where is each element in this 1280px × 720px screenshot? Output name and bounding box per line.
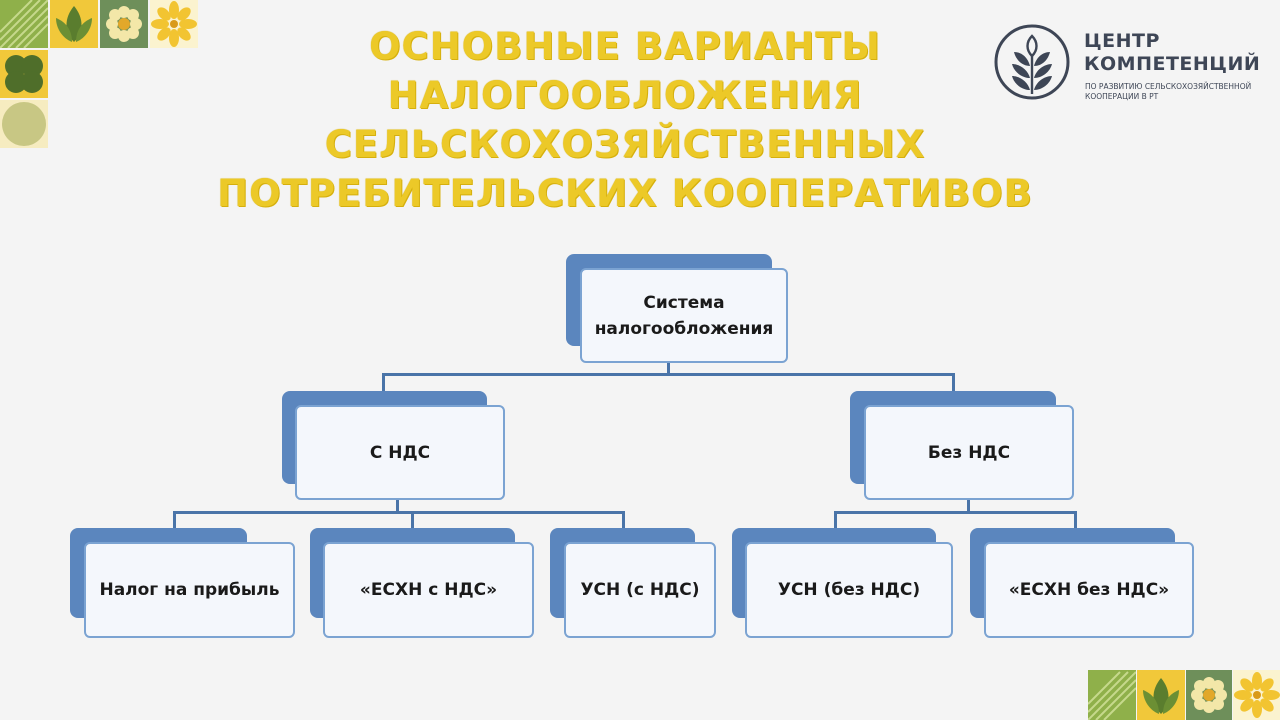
node-with-vat-label: С НДС	[295, 405, 505, 500]
connector-root-down	[667, 361, 670, 374]
connector-to-usn-novat	[834, 511, 837, 529]
page-title: ОСНОВНЫЕ ВАРИАНТЫ НАЛОГООБЛОЖЕНИЯ СЕЛЬСК…	[160, 22, 1090, 218]
connector-to-profit-tax	[173, 511, 176, 529]
wheat-logo-icon	[994, 24, 1070, 100]
flower-icon	[1186, 670, 1232, 720]
leaf-stripes-icon	[1088, 670, 1136, 720]
connector-vat-down	[396, 499, 399, 512]
node-profit-tax-label: Налог на прибыль	[84, 542, 295, 638]
sun-flower-icon	[150, 0, 198, 48]
node-without-vat-text: Без НДС	[927, 442, 1011, 463]
connector-to-vat	[382, 373, 385, 393]
clover-icon	[0, 50, 48, 98]
title-line-3: СЕЛЬСКОХОЗЯЙСТВЕННЫХ	[324, 123, 926, 166]
node-eskhn-vat-label: «ЕСХН с НДС»	[323, 542, 534, 638]
node-root-label: Система налогообложения	[580, 268, 788, 363]
title-line-2: НАЛОГООБЛОЖЕНИЯ	[387, 74, 863, 117]
connector-to-usn-vat	[622, 511, 625, 529]
connector-to-novat	[952, 373, 955, 393]
logo-subtitle-line-2: КООПЕРАЦИИ В РТ	[1085, 92, 1159, 101]
leaf-stripes-icon	[0, 0, 48, 48]
connector-to-eskhn-novat	[1074, 511, 1077, 529]
node-usn-novat-label: УСН (без НДС)	[745, 542, 953, 638]
title-line-1: ОСНОВНЫЕ ВАРИАНТЫ	[369, 25, 881, 68]
connector-to-eskhn-vat	[411, 511, 414, 529]
connector-novat-down	[967, 499, 970, 512]
flower-icon	[100, 0, 148, 48]
connector-level1-bar	[382, 373, 955, 376]
logo-subtitle-line-1: ПО РАЗВИТИЮ СЕЛЬСКОХОЗЯЙСТВЕННОЙ	[1085, 82, 1252, 91]
logo-name: ЦЕНТР КОМПЕТЕНЦИЙ	[1084, 30, 1260, 76]
logo-name-line-1: ЦЕНТР	[1084, 30, 1160, 52]
leaf-icon	[50, 0, 98, 48]
node-usn-vat-label: УСН (с НДС)	[564, 542, 716, 638]
title-line-4: ПОТРЕБИТЕЛЬСКИХ КООПЕРАТИВОВ	[217, 172, 1033, 215]
connector-novat-bar	[834, 511, 1077, 514]
node-without-vat-label: Без НДС	[864, 405, 1074, 500]
circle-icon	[0, 100, 48, 148]
sun-flower-icon	[1233, 670, 1280, 720]
logo-name-line-2: КОМПЕТЕНЦИЙ	[1084, 53, 1261, 75]
node-eskhn-novat-label: «ЕСХН без НДС»	[984, 542, 1194, 638]
leaf-icon	[1137, 670, 1185, 720]
connector-vat-bar	[173, 511, 625, 514]
logo-subtitle: ПО РАЗВИТИЮ СЕЛЬСКОХОЗЯЙСТВЕННОЙ КООПЕРА…	[1085, 82, 1251, 102]
